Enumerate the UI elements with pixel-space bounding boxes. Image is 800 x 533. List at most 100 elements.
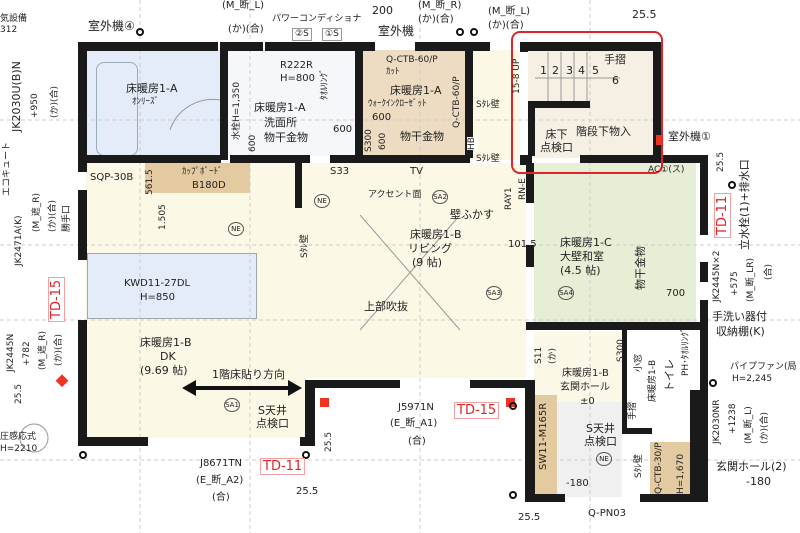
label-dim-25-5-left: 25.5	[14, 383, 24, 404]
label-h1670: H=1,670	[676, 453, 686, 494]
label-pipe-fan-height: H=2,245	[732, 374, 773, 384]
label-tv: TV	[410, 166, 423, 177]
wic-name: 床暖房1-A	[390, 84, 442, 97]
stairs-up: 15-8 UP	[512, 58, 522, 94]
dk-room: DK	[160, 350, 176, 363]
label-sa4: SA4	[558, 286, 574, 300]
shoe-cabinet-label: SW11-M165R	[538, 402, 549, 470]
label-go-3: (合)	[212, 492, 230, 503]
entrance-hall	[534, 332, 622, 402]
label-outdoor-unit: 室外機	[378, 24, 415, 38]
step-5: 5	[592, 64, 599, 77]
label-ka-go-left: (か)(合)	[50, 85, 60, 118]
cupboard	[145, 163, 250, 193]
label-jk2445n-left: JK2445N	[6, 333, 16, 372]
label-pressure-sensor: 圧感応式	[0, 432, 37, 442]
label-hand-wash: 手洗い器付	[712, 310, 767, 323]
living-name: 床暖房1-B	[410, 228, 462, 241]
bathroom	[86, 50, 220, 156]
label-power-conditioner: パワーコンディショナ	[272, 14, 362, 24]
label-go: (合)	[764, 263, 774, 280]
bath-name: 床暖房1-A	[126, 82, 178, 95]
label-handrail-2: 手摺	[628, 401, 638, 420]
wic-cut: ｶｯﾄ	[386, 67, 400, 77]
dim-600-wash: 600	[248, 134, 258, 152]
wash-room: 洗面所	[264, 116, 297, 129]
washitsu-name: 床暖房1-C	[560, 236, 612, 249]
tag-td-15-bottom: TD-15	[454, 402, 500, 419]
washroom	[228, 50, 358, 156]
tag-td-15-left: TD-15	[48, 276, 65, 322]
label-sa1: SA1	[224, 398, 240, 412]
label-cupboard-code: B180D	[192, 180, 226, 191]
label-ecocute: エコキュート	[2, 141, 12, 196]
label-sa2: SA2	[432, 190, 448, 204]
wic-s300: S300	[364, 129, 374, 152]
label-dim-25-5-top: 25.5	[632, 8, 657, 21]
label-dim-25-5-right: 25.5	[716, 151, 726, 172]
label-cupboard: ｶｯﾌﾟﾎﾞｰﾄﾞ	[182, 167, 223, 177]
step-2: 2	[552, 64, 559, 77]
dk-name: 床暖房1-B	[140, 336, 192, 349]
label-outdoor-faucet: 立水栓(1)+排水口	[738, 159, 751, 250]
shoe-cabinet	[535, 395, 557, 495]
label-1s: ①S	[322, 28, 342, 41]
label-jk2471a: JK2471A(K)	[14, 215, 24, 266]
floor-direction: 1階床貼り方向	[212, 368, 285, 381]
label-m-dan-r: (M_断_R)	[418, 0, 462, 11]
step-6: 6	[612, 74, 619, 87]
label-s33: S33	[330, 166, 350, 177]
label-m-shade-r-2: (M_遮_R)	[38, 330, 48, 370]
toilet	[627, 332, 697, 432]
kitchen-height: H=850	[140, 292, 175, 303]
label-ne-3: NE	[596, 452, 612, 466]
label-m-shade-r: (M_遮_R)	[32, 192, 42, 232]
ceiling-access-1: S天井 点検口	[256, 404, 289, 430]
label-e-dan-a1: (E_断_A1)	[390, 418, 438, 429]
label-2s: ②S	[292, 28, 312, 41]
wic-ctb-2: Q-CTB-60/P	[452, 76, 462, 128]
toilet-name: 床暖房1-B	[648, 359, 658, 402]
label-q-pn03: Q-PN03	[588, 508, 626, 519]
label-storage-shelf: 収納棚(K)	[716, 325, 765, 338]
closet-toilet	[650, 442, 690, 497]
label-plus782: +782	[22, 341, 32, 366]
wash-dry-rack: 物干金物	[264, 131, 308, 144]
wash-name: 床暖房1-A	[254, 101, 306, 114]
label-ka-go-3: (か)(合)	[488, 20, 524, 31]
wash-r222r: R222R	[280, 60, 313, 71]
label-back-door: 勝手口	[62, 204, 72, 232]
label-s-tare-4: Sﾀﾚ壁	[634, 454, 644, 478]
label-rn-e: RN-E	[518, 178, 528, 200]
ceiling-access-2: S天井 点検口	[584, 422, 617, 448]
wic-600b: 600	[378, 132, 388, 150]
label-jk2445n-x2: JK2445N×2	[712, 250, 722, 302]
label-s-tare-1: Sﾀﾚ壁	[476, 100, 500, 110]
label-entrance-hall-2-level: -180	[746, 475, 771, 488]
label-m-dan-l: (M_断_L)	[222, 0, 265, 11]
label-ray1: RAY1	[504, 187, 514, 210]
label-ka: (か)	[548, 347, 558, 364]
wic-room: ｳｫｰｸｲﾝｸﾛｰｾﾞｯﾄ	[368, 99, 427, 109]
bath-series: ｵﾝﾘｰｽﾞ	[132, 97, 160, 107]
label-dim-700: 700	[666, 288, 686, 299]
label-minus-180: -180	[566, 478, 589, 489]
dk-size: (9.69 帖)	[140, 364, 188, 377]
washitsu-room: 大壁和室	[560, 250, 604, 263]
label-j8671tn: J8671TN	[200, 458, 242, 469]
label-ka-go-2: (か)(合)	[418, 14, 454, 25]
label-e-dan-a2: (E_断_A2)	[196, 475, 244, 486]
label-wall-thicken: 壁ふかす	[450, 208, 494, 221]
washitsu-size: (4.5 帖)	[560, 264, 601, 277]
tag-td-11-right: TD-11	[714, 192, 731, 238]
label-plus1238: +1238	[728, 403, 738, 434]
label-elec: 気設備	[0, 14, 28, 24]
kitchen-model: KWD11-27DL	[124, 278, 191, 289]
living-size: (9 帖)	[412, 256, 443, 269]
label-ac1: AC①(ス)	[648, 165, 685, 175]
label-sqp-30b: SQP-30B	[90, 172, 134, 183]
label-s-tare-3: Sﾀﾚ壁	[300, 234, 310, 258]
hall-room: 玄関ホール	[560, 382, 610, 393]
wic-dry-rack: 物干金物	[400, 130, 444, 143]
